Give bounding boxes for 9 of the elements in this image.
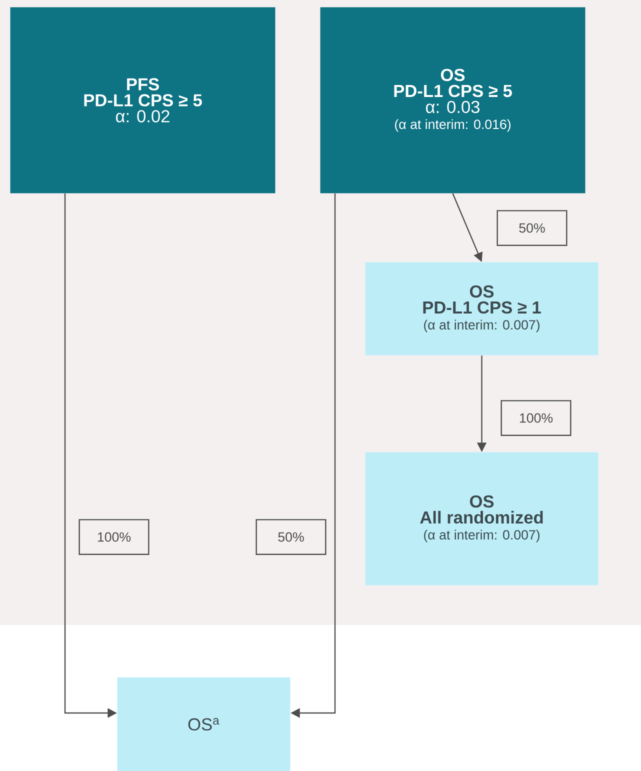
edge-label: 50% (496, 210, 568, 246)
edge-label: 100% (500, 400, 572, 436)
edge-label: 100% (78, 519, 150, 555)
process-box: OS$^{a}$ (117, 677, 290, 771)
edge-label: 50% (256, 519, 326, 555)
process-box: OS PD-L1 CPS ≥ 1 (α at interim: 0.007) (365, 262, 598, 356)
process-box: OS All randomized (α at interim: 0.007) (365, 452, 598, 586)
process-box: OS PD-L1 CPS ≥ 5 α: 0.03 (α at interim: 0.016) (320, 7, 586, 194)
process-box: PFS PD-L1 CPS ≥ 5 α: 0.02 (10, 7, 276, 194)
